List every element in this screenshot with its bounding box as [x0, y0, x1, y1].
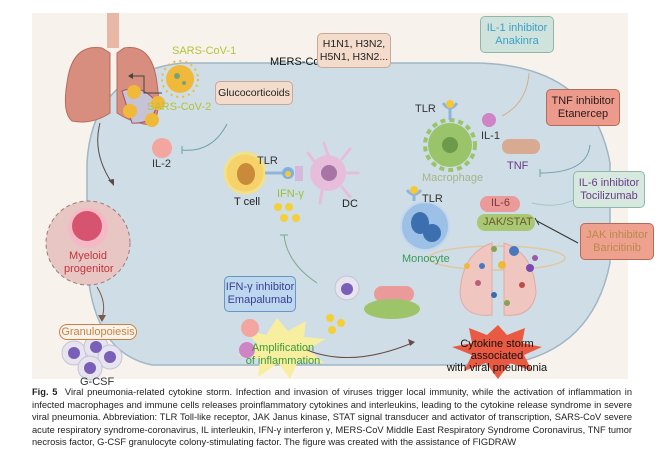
amplification-burst	[238, 318, 326, 379]
il2-molecule	[152, 138, 172, 158]
receptor-pink	[374, 286, 414, 302]
cytokine-storm-line-2: associated	[470, 350, 524, 362]
t-cell-label: T cell	[234, 196, 261, 208]
myeloid-progenitor-label: Myeloid progenitor	[64, 250, 114, 275]
granulopoiesis-label: Granulopoiesis	[61, 325, 135, 338]
tnf-inhibitor-box: TNF inhibitor Etanercep	[546, 89, 620, 126]
cytokine-storm-figure: SARS-CoV-1 SARS-CoV-2 MERS-CoV H1N1, H3N…	[32, 13, 654, 381]
gcsf-label: G-CSF	[80, 376, 115, 388]
tlr-label-monocyte: TLR	[422, 193, 443, 205]
amplification-line-2: of inflammation	[245, 354, 321, 367]
ifng-inhibitor-line-2: Emapalumab	[227, 294, 293, 306]
figure-artwork	[45, 13, 611, 381]
caption-figure-label: Fig. 5	[32, 387, 58, 397]
receptor-green	[364, 299, 420, 319]
tlr-label-dc: TLR	[257, 155, 278, 167]
il1-label: IL-1	[481, 130, 500, 142]
influenza-strains-box: H1N1, H3N2, H5N1, H3N2...	[317, 33, 391, 68]
sars-virus-icon	[161, 60, 199, 98]
amplification-label: Amplification of inflammation	[238, 342, 328, 367]
jak-stat-label: JAK/STAT	[483, 216, 533, 228]
il1-molecule	[482, 113, 496, 127]
amplification-to-storm-arrow	[306, 342, 413, 358]
sars-cov-2-label: SARS-CoV-2	[147, 101, 212, 113]
ifng-inhibitor-line-1: IFN-γ inhibitor	[225, 281, 295, 293]
influenza-line-2: H5N1, H3N2...	[319, 50, 389, 63]
macrophage-icon	[423, 100, 477, 172]
granulocyte-icon	[334, 275, 360, 301]
myeloid-line-1: Myeloid	[69, 250, 107, 262]
cytokine-storm-label: Cytokine storm associated with viral pne…	[442, 338, 552, 374]
amplification-yellow-dots	[326, 314, 345, 334]
il6-label: IL-6	[491, 197, 510, 209]
dendritic-cell-icon	[306, 141, 360, 205]
jak-inhibitor-line-1: JAK inhibitor	[586, 228, 648, 241]
granulopoiesis-box: Granulopoiesis	[59, 324, 137, 340]
amplification-pink-molecule	[241, 319, 259, 337]
cytokine-storm-burst	[452, 325, 542, 379]
virus-to-lung-arrow	[130, 75, 162, 94]
tnf-inhibitor-line-1: TNF inhibitor	[551, 94, 615, 107]
lung-to-progenitor-arrow	[97, 122, 113, 184]
il1-inhibitor-line-2: Anakinra	[495, 34, 539, 47]
lungs-icon	[64, 13, 165, 127]
tlr-label-macrophage: TLR	[415, 103, 436, 115]
myeloid-progenitor-icon	[45, 200, 131, 286]
il6-molecule	[480, 196, 520, 212]
cytokine-storm-line-1: Cytokine storm	[460, 338, 534, 350]
macrophage-label: Macrophage	[422, 172, 484, 184]
tnf-molecule	[502, 139, 540, 154]
cytokine-storm-line-3: with viral pneumonia	[446, 362, 548, 374]
caption-text: Viral pneumonia-related cytokine storm. …	[32, 387, 632, 448]
monocyte-icon	[400, 186, 450, 251]
il6-inhibitor-box: IL-6 inhibitor Tocilizumab	[573, 171, 645, 208]
tnf-inhibitor-line-2: Etanercep	[557, 107, 609, 120]
glucocorticoids-box: Glucocorticoids	[215, 81, 293, 105]
il1-inhibitor-line-1: IL-1 inhibitor	[486, 21, 548, 34]
amplification-line-1: Amplification	[251, 342, 315, 354]
il2-label: IL-2	[152, 158, 171, 170]
mers-cov-label: MERS-CoV	[270, 56, 327, 68]
il1-inhibitor-box: IL-1 inhibitor Anakinra	[480, 16, 554, 53]
inflamed-lungs-icon	[428, 242, 566, 316]
il6-inhibitor-line-2: Tocilizumab	[580, 189, 638, 202]
ifng-molecules	[274, 203, 300, 222]
ifng-label: IFN-γ	[277, 188, 304, 200]
il6-inhibitor-line-1: IL-6 inhibitor	[578, 176, 640, 189]
monocyte-label: Monocyte	[402, 253, 450, 265]
dc-label: DC	[342, 198, 358, 210]
glucocorticoids-label: Glucocorticoids	[218, 86, 290, 99]
amplification-purple-molecule	[239, 342, 255, 358]
jak-inhibitor-box: JAK inhibitor Baricitinib	[580, 223, 654, 260]
jak-stat-molecule	[477, 214, 535, 231]
influenza-line-1: H1N1, H3N2,	[322, 37, 386, 50]
tnf-label: TNF	[507, 160, 529, 172]
granulocyte-cluster-icon	[61, 334, 123, 381]
myeloid-line-2: progenitor	[64, 262, 114, 275]
figure-caption: Fig. 5 Viral pneumonia-related cytokine …	[32, 386, 632, 449]
ifng-inhibitor-box: IFN-γ inhibitor Emapalumab	[224, 276, 296, 312]
sars-cov-1-label: SARS-CoV-1	[172, 45, 237, 57]
jak-inhibitor-line-2: Baricitinib	[593, 241, 641, 254]
